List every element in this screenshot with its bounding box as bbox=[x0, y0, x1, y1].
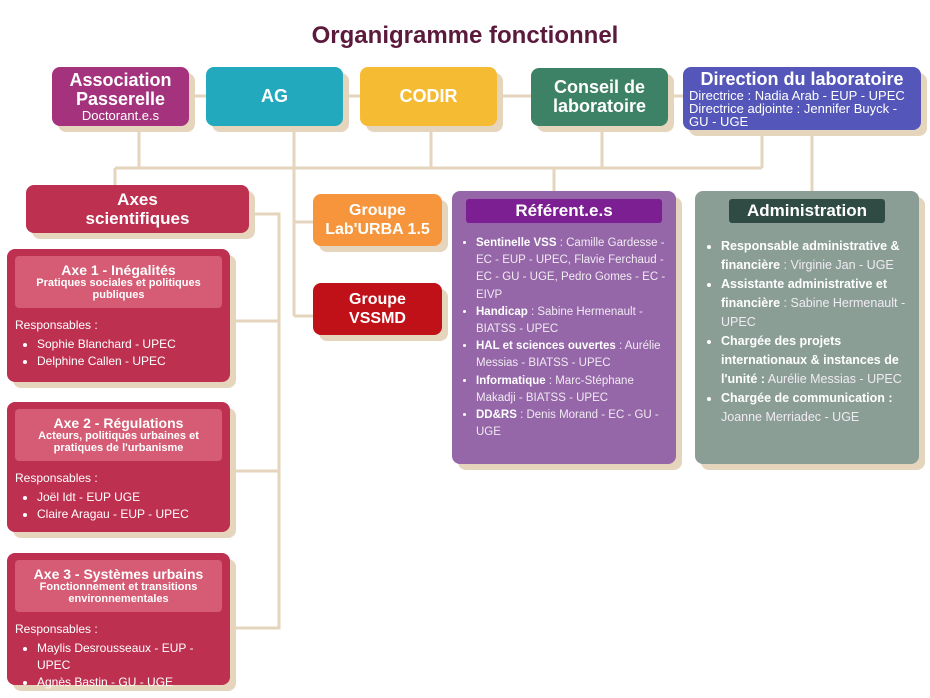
referents-list: Sentinelle VSS : Camille Gardesse - EC -… bbox=[462, 235, 666, 441]
referent-names: : Denis Morand - EC - GU - UGE bbox=[476, 409, 659, 439]
association-passerelle-box: Association Passerelle Doctorant.e.s bbox=[52, 67, 189, 126]
direction-line-1: Directrice : Nadia Arab - EUP - UPEC bbox=[689, 88, 905, 103]
list-item: Sophie Blanchard - UPEC bbox=[37, 336, 222, 353]
list-item: Agnès Bastin - GU - UGE bbox=[37, 674, 222, 691]
admin-role: Assistante administrative et financière bbox=[721, 277, 888, 310]
administration-title: Administration bbox=[729, 199, 885, 223]
list-item: HAL et sciences ouvertes : Aurélie Messi… bbox=[476, 338, 666, 372]
axe-card: Axe 2 - Régulations Acteurs, politiques … bbox=[7, 402, 230, 532]
axe-subheading: Pratiques sociales et politiques publiqu… bbox=[36, 277, 201, 301]
responsables-list: Maylis Desrousseaux - EUP - UPEC Agnès B… bbox=[15, 640, 222, 691]
page-title: Organigramme fonctionnel bbox=[311, 22, 619, 49]
laburba-title-1: Groupe bbox=[349, 202, 406, 219]
responsables-list: Joël Idt - EUP UGE Claire Aragau - EUP -… bbox=[15, 489, 222, 523]
referent-names: : Marc-Stéphane Makadji - BIATSS - UPEC bbox=[476, 374, 634, 404]
ag-title: AG bbox=[261, 86, 288, 106]
list-item: Handicap : Sabine Hermenault - BIATSS - … bbox=[476, 304, 666, 338]
list-item: Chargée des projets internationaux & ins… bbox=[721, 332, 907, 389]
referents-title: Référent.e.s bbox=[466, 199, 662, 223]
axe-header: Axe 2 - Régulations Acteurs, politiques … bbox=[15, 409, 222, 461]
admin-role: Chargée de communication : bbox=[721, 391, 893, 405]
axe-card: Axe 1 - Inégalités Pratiques sociales et… bbox=[7, 249, 230, 382]
axe-header: Axe 1 - Inégalités Pratiques sociales et… bbox=[15, 256, 222, 308]
axe-card: Axe 3 - Systèmes urbains Fonctionnement … bbox=[7, 553, 230, 689]
list-item: Chargée de communication : Joanne Merria… bbox=[721, 389, 907, 427]
admin-role: Chargée des projets internationaux & ins… bbox=[721, 334, 899, 386]
responsables-label: Responsables : bbox=[15, 318, 98, 332]
axes-title-2: scientifiques bbox=[85, 209, 190, 228]
direction-title: Direction du laboratoire bbox=[700, 69, 904, 89]
responsables-label: Responsables : bbox=[15, 471, 98, 485]
conseil-title-1: Conseil de bbox=[553, 77, 646, 97]
axes-trunk bbox=[236, 212, 281, 630]
responsables-list: Sophie Blanchard - UPEC Delphine Callen … bbox=[15, 336, 222, 370]
list-item: DD&RS : Denis Morand - EC - GU - UGE bbox=[476, 407, 666, 441]
referent-role: Handicap bbox=[476, 305, 528, 318]
list-item: Responsable administrative & financière … bbox=[721, 237, 907, 275]
referent-role: HAL et sciences ouvertes bbox=[476, 340, 616, 353]
axe-subheading: Fonctionnement et transitions environnem… bbox=[39, 581, 198, 605]
referent-names: : Aurélie Messias - BIATSS - UPEC bbox=[476, 340, 661, 370]
axe-heading: Axe 1 - Inégalités bbox=[61, 262, 176, 278]
vssmd-title-1: Groupe bbox=[349, 291, 406, 308]
referent-role: DD&RS bbox=[476, 409, 517, 422]
referent-names: : Camille Gardesse - EC - EUP - UPEC, Fl… bbox=[476, 237, 666, 301]
axe-header: Axe 3 - Systèmes urbains Fonctionnement … bbox=[15, 560, 222, 612]
list-item: Maylis Desrousseaux - EUP - UPEC bbox=[37, 640, 222, 674]
admin-names: Joanne Merriadec - UGE bbox=[721, 410, 860, 424]
ag-box: AG bbox=[206, 67, 343, 126]
axe-subheading: Acteurs, politiques urbaines et pratique… bbox=[38, 430, 199, 454]
direction-line-2: Directrice adjointe : Jennifer Buyck - bbox=[689, 101, 898, 116]
referent-role: Sentinelle VSS bbox=[476, 237, 557, 249]
admin-names: : Sabine Hermenault - UPEC bbox=[721, 296, 906, 329]
laburba-title-2: Lab'URBA 1.5 bbox=[325, 221, 430, 238]
referent-role: Informatique bbox=[476, 374, 546, 387]
codir-title: CODIR bbox=[399, 86, 458, 106]
list-item: Delphine Callen - UPEC bbox=[37, 353, 222, 370]
axe-heading: Axe 2 - Régulations bbox=[53, 415, 184, 431]
direction-line-3: GU - UGE bbox=[689, 114, 749, 129]
admin-names: : Virginie Jan - UGE bbox=[780, 258, 894, 272]
direction-laboratoire-box: Direction du laboratoire Directrice : Na… bbox=[683, 67, 921, 130]
list-item: Informatique : Marc-Stéphane Makadji - B… bbox=[476, 373, 666, 407]
axe-heading: Axe 3 - Systèmes urbains bbox=[33, 566, 204, 582]
assoc-subtitle: Doctorant.e.s bbox=[81, 107, 160, 123]
list-item: Sentinelle VSS : Camille Gardesse - EC -… bbox=[476, 235, 666, 304]
assoc-title-2: Passerelle bbox=[75, 88, 166, 109]
groupe-vssmd-box: Groupe VSSMD bbox=[313, 283, 442, 335]
assoc-title-1: Association bbox=[69, 69, 172, 90]
codir-box: CODIR bbox=[360, 67, 497, 126]
conseil-title-2: laboratoire bbox=[552, 96, 647, 116]
groupe-laburba-box: Groupe Lab'URBA 1.5 bbox=[313, 194, 442, 246]
list-item: Joël Idt - EUP UGE bbox=[37, 489, 222, 506]
conseil-laboratoire-box: Conseil de laboratoire bbox=[531, 68, 668, 126]
referent-names: : Sabine Hermenault - BIATSS - UPEC bbox=[476, 305, 643, 336]
list-item: Claire Aragau - EUP - UPEC bbox=[37, 506, 222, 523]
vssmd-title-2: VSSMD bbox=[349, 310, 406, 327]
administration-panel: Administration Responsable administrativ… bbox=[695, 191, 919, 464]
list-item: Assistante administrative et financière … bbox=[721, 275, 907, 332]
referents-panel: Référent.e.s Sentinelle VSS : Camille Ga… bbox=[452, 191, 676, 464]
responsables-label: Responsables : bbox=[15, 622, 98, 636]
administration-list: Responsable administrative & financière … bbox=[707, 237, 907, 427]
axes-scientifiques-box: Axes scientifiques bbox=[26, 185, 249, 233]
admin-names: Aurélie Messias - UPEC bbox=[764, 372, 902, 386]
axes-title-1: Axes bbox=[117, 190, 158, 209]
admin-role: Responsable administrative & financière bbox=[721, 239, 900, 272]
